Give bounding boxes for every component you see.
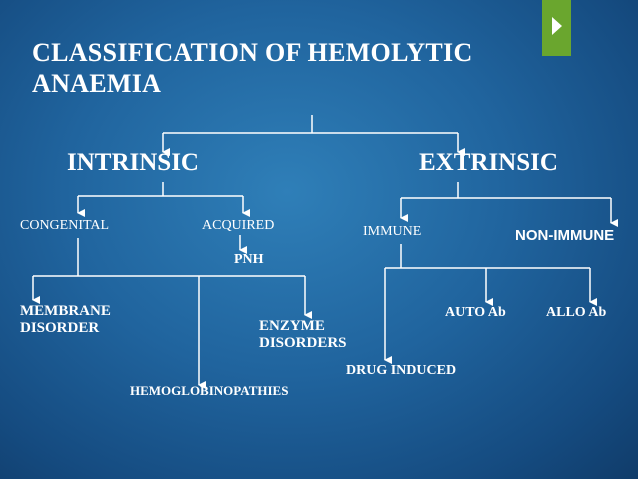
node-pnh: PNH bbox=[234, 252, 264, 267]
node-drug-induced: DRUG INDUCED bbox=[346, 363, 457, 378]
node-immune: IMMUNE bbox=[363, 224, 422, 239]
node-hemoglobinopathies: HEMOGLOBINOPATHIES bbox=[130, 383, 289, 398]
node-non-immune: NON-IMMUNE bbox=[515, 227, 615, 244]
node-enzyme-line-2: DISORDERS bbox=[259, 335, 347, 351]
node-membrane-line-2: DISORDER bbox=[20, 320, 100, 336]
slide-title-line-1: CLASSIFICATION OF HEMOLYTIC bbox=[32, 38, 473, 67]
node-enzyme-disorders: ENZYME DISORDERS bbox=[259, 318, 347, 352]
node-acquired: ACQUIRED bbox=[202, 218, 275, 233]
node-enzyme-line-1: ENZYME bbox=[259, 318, 325, 334]
chevron-right-icon bbox=[552, 17, 562, 35]
node-allo-ab: ALLO Ab bbox=[546, 305, 607, 320]
node-intrinsic: INTRINSIC bbox=[67, 149, 199, 176]
slide-title-line-2: ANAEMIA bbox=[32, 69, 162, 98]
node-congenital: CONGENITAL bbox=[20, 218, 110, 233]
node-auto-ab: AUTO Ab bbox=[445, 305, 506, 320]
node-extrinsic: EXTRINSIC bbox=[419, 149, 558, 176]
node-membrane-disorder: MEMBRANE DISORDER bbox=[20, 303, 111, 337]
node-membrane-line-1: MEMBRANE bbox=[20, 303, 111, 319]
